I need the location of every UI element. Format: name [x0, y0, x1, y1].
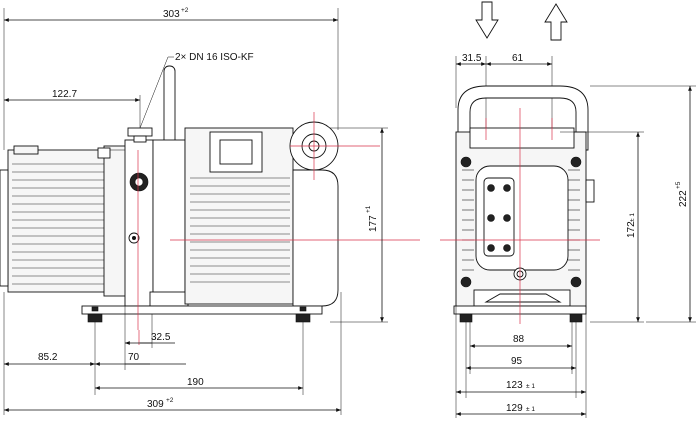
front-view: 31.5 61 [440, 1, 696, 418]
dim-32-5: 32.5 [151, 332, 171, 343]
dim-95: 95 [511, 356, 523, 367]
cooling-fins [12, 163, 104, 285]
dim-123-tol: ± 1 [526, 383, 535, 390]
dim-123: 123 [506, 380, 523, 391]
dim-70: 70 [128, 352, 140, 363]
dim-303-tol: +2 [181, 7, 189, 14]
dim-172-tol: ± 1 [629, 213, 636, 222]
dim-309: 309 [147, 399, 164, 410]
dim-129-tol: ± 1 [526, 406, 535, 413]
carry-handle [163, 65, 176, 147]
dim-303: 303 [163, 9, 180, 20]
dim-177: 177 [368, 215, 379, 232]
base-plate [81, 305, 323, 315]
coupling-block [124, 139, 154, 307]
dim-190: 190 [187, 377, 204, 388]
dim-129: 129 [506, 403, 523, 414]
dim-85-2: 85.2 [38, 352, 58, 363]
side-view: 303 +2 2× DN 16 ISO-KF 122.7 [0, 7, 420, 415]
dim-61: 61 [512, 53, 524, 64]
outlet-arrow-up [544, 3, 568, 41]
fan-cover [292, 169, 339, 307]
dim-222: 222 [678, 190, 689, 207]
dim-172: 172 [626, 221, 637, 238]
dim-177-tol: +1 [365, 205, 372, 213]
dim-309-tol: +2 [166, 397, 174, 404]
motor-fins [190, 177, 290, 283]
motor-bracket [152, 139, 186, 307]
dim-122-7: 122.7 [52, 89, 77, 100]
dim-222-tol: +5 [675, 181, 682, 189]
dim-88: 88 [513, 334, 525, 345]
inlet-arrow-down [475, 1, 499, 39]
dim-31-5: 31.5 [462, 53, 482, 64]
flange-note: 2× DN 16 ISO-KF [175, 52, 254, 63]
inlet-flange [127, 127, 153, 137]
